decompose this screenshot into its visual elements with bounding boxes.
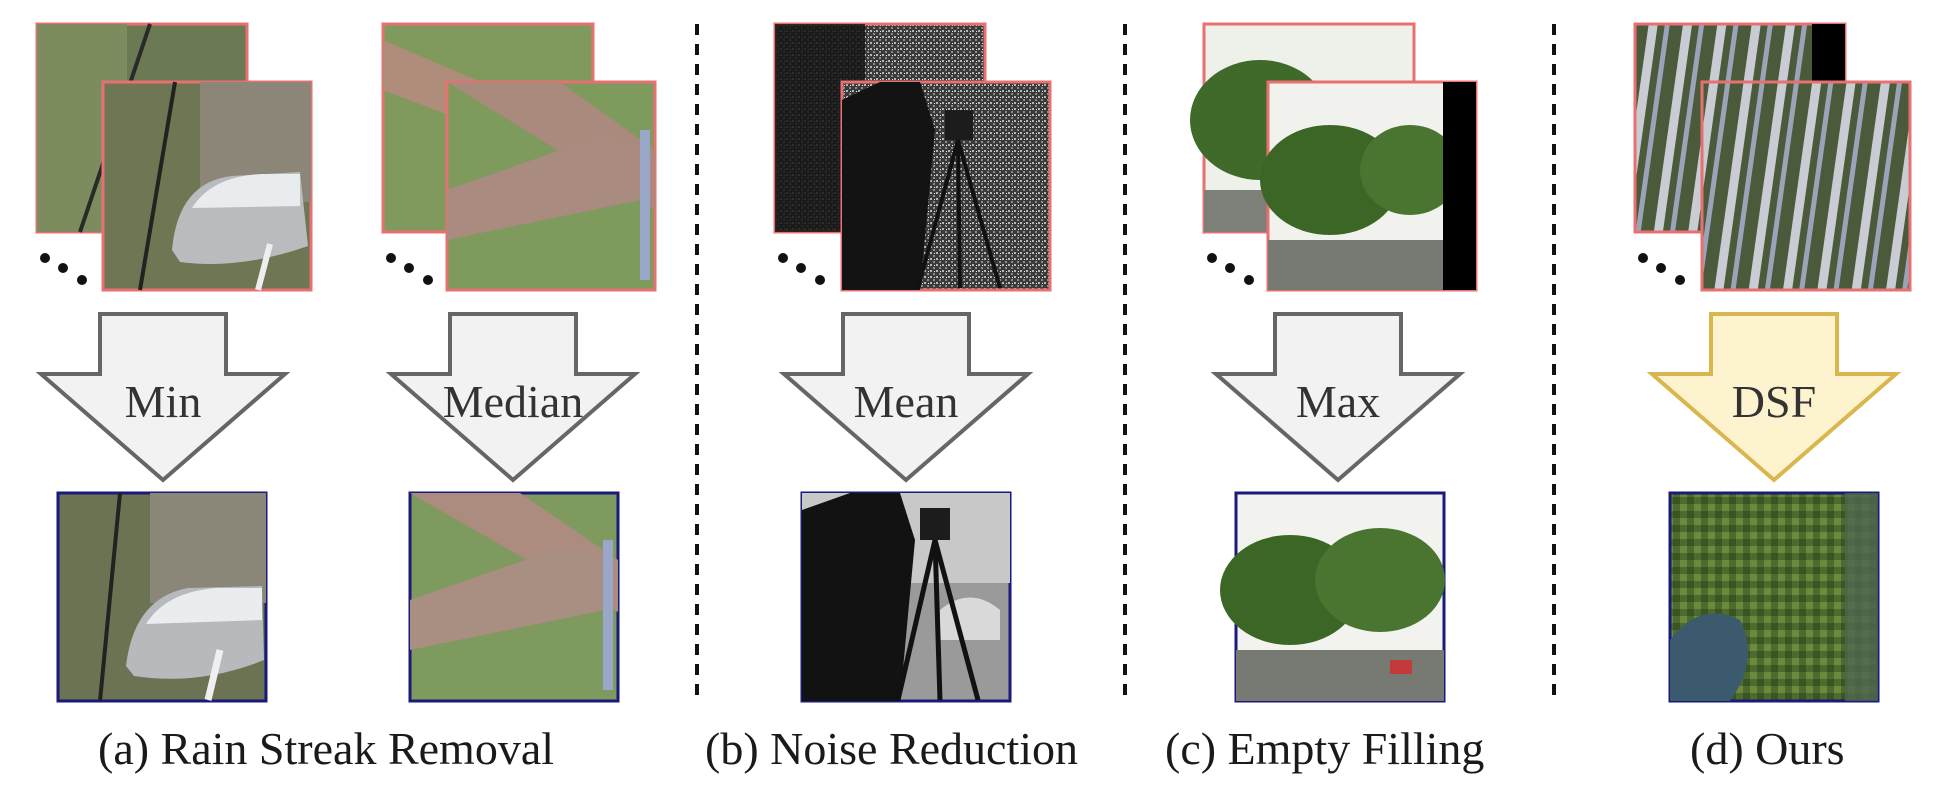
ellipsis-dot xyxy=(1675,275,1685,285)
tripod-leg xyxy=(895,539,938,701)
dsf-arrow: DSF xyxy=(1646,312,1902,483)
mean-label: Mean xyxy=(854,376,959,427)
curb-line xyxy=(138,81,177,291)
tree-canopy xyxy=(1315,528,1445,632)
mean-input-frames xyxy=(773,22,1052,292)
ellipsis-dot xyxy=(423,275,433,285)
camera xyxy=(945,110,973,140)
max-arrow: Max xyxy=(1210,312,1466,483)
group-noise-reduction: Mean xyxy=(773,22,1052,703)
ellipsis-dot xyxy=(1244,275,1254,285)
group-ours: DSF xyxy=(1633,22,1912,703)
median-input-frames xyxy=(381,22,657,292)
water-region xyxy=(1670,613,1748,701)
median-label: Median xyxy=(443,376,584,427)
median-arrow: Median xyxy=(385,312,641,483)
rain-streak xyxy=(255,243,273,291)
mean-output xyxy=(800,491,1012,703)
camera xyxy=(920,508,950,540)
ellipsis-dot xyxy=(58,263,68,273)
median-output xyxy=(408,491,620,703)
min-output xyxy=(56,491,268,703)
ellipsis-dot xyxy=(1638,253,1648,263)
caption-rain-streak-removal: (a) Rain Streak Removal xyxy=(98,723,555,774)
max-input-frames xyxy=(1190,22,1478,292)
sign-post xyxy=(640,130,650,280)
ellipsis-dot xyxy=(1656,263,1666,273)
path-region xyxy=(447,136,655,240)
ellipsis-dot xyxy=(386,253,396,263)
path-region xyxy=(410,548,618,650)
tree-canopy xyxy=(1360,125,1460,215)
dsf-output xyxy=(1668,491,1880,703)
vehicle xyxy=(1390,660,1412,674)
dome-building xyxy=(940,597,1000,640)
tripod-leg xyxy=(916,139,960,289)
max-output xyxy=(1220,491,1446,703)
pole xyxy=(204,649,224,701)
tripod-leg xyxy=(932,539,981,701)
empty-black-region xyxy=(1443,82,1476,290)
arrow-shape xyxy=(1210,312,1466,483)
road-region xyxy=(1268,240,1448,290)
ellipsis-dot xyxy=(40,253,50,263)
road-region xyxy=(1236,650,1444,701)
min-label: Min xyxy=(125,376,202,427)
group-rain-streak-removal: Min Median xyxy=(35,22,657,703)
sign-post xyxy=(603,540,613,690)
ellipsis-dot xyxy=(1207,253,1217,263)
photographer-silhouette xyxy=(842,82,935,290)
ellipsis-dot xyxy=(404,263,414,273)
photographer-silhouette xyxy=(802,493,915,701)
ellipsis-dot xyxy=(778,253,788,263)
filled-region xyxy=(1845,493,1878,701)
ellipsis-dot xyxy=(77,275,87,285)
dsf-input-frames xyxy=(1633,22,1912,292)
caption-ours: (d) Ours xyxy=(1690,723,1845,774)
min-input-frames xyxy=(35,22,313,292)
ellipsis-dot xyxy=(796,263,806,273)
ellipsis-dot xyxy=(815,275,825,285)
group-empty-filling: Max xyxy=(1190,22,1478,703)
caption-empty-filling: (c) Empty Filling xyxy=(1165,723,1485,774)
pavement-region xyxy=(150,493,266,603)
arrow-shape xyxy=(1646,312,1902,483)
mean-arrow: Mean xyxy=(778,312,1034,483)
arrow-shape xyxy=(35,312,291,483)
tripod-leg xyxy=(956,139,962,289)
tripod-leg xyxy=(956,139,1002,289)
car-roof xyxy=(192,174,300,208)
max-label: Max xyxy=(1296,376,1380,427)
car-roof xyxy=(146,588,262,624)
min-arrow: Min xyxy=(35,312,291,483)
arrow-shape xyxy=(778,312,1034,483)
dsf-label: DSF xyxy=(1732,376,1816,427)
arrow-shape xyxy=(385,312,641,483)
caption-noise-reduction: (b) Noise Reduction xyxy=(705,723,1079,774)
ellipsis-dot xyxy=(1225,263,1235,273)
curb-line xyxy=(98,492,122,702)
tripod-leg xyxy=(932,539,943,701)
input-frame-front xyxy=(1700,80,1912,292)
